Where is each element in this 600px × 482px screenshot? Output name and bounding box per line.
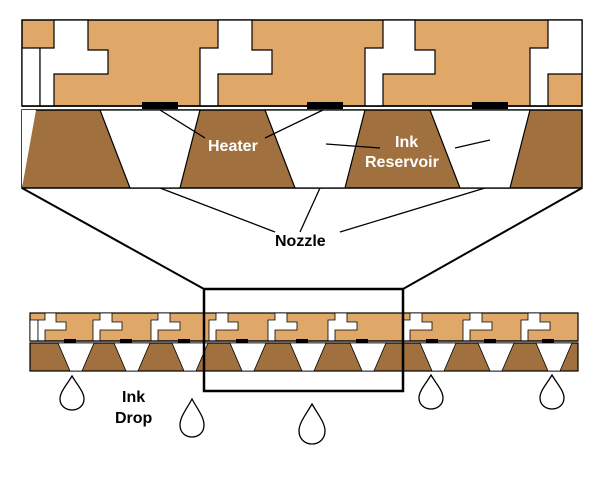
full-heaters bbox=[64, 339, 554, 343]
magnified-nozzle-chambers bbox=[22, 109, 531, 189]
magnification-box bbox=[202, 287, 405, 393]
magnified-tan-layer bbox=[21, 19, 583, 107]
heater-element bbox=[142, 102, 178, 109]
full-nozzle-chambers bbox=[57, 342, 573, 372]
ink-drop-label-line1: Ink bbox=[122, 389, 145, 406]
heater-element bbox=[307, 102, 343, 109]
magnified-printhead-view: Heater Ink Reservoir Nozzle bbox=[21, 19, 583, 250]
ink-drop-label-line2: Drop bbox=[115, 410, 153, 427]
ink-drop bbox=[539, 373, 565, 410]
magnified-heaters bbox=[142, 102, 508, 109]
leader-lines bbox=[159, 109, 491, 233]
ink-label: Ink bbox=[395, 134, 418, 151]
ink-drop bbox=[298, 402, 326, 445]
magnification-projection bbox=[21, 187, 583, 290]
heater-label: Heater bbox=[208, 138, 258, 155]
full-printhead-view bbox=[29, 312, 579, 372]
reservoir-label: Reservoir bbox=[365, 154, 439, 171]
full-channels bbox=[29, 312, 551, 342]
ink-drop bbox=[179, 397, 205, 438]
nozzle-label: Nozzle bbox=[275, 233, 326, 250]
ink-drops bbox=[59, 373, 565, 445]
heater-element bbox=[472, 102, 508, 109]
ink-drop bbox=[418, 373, 444, 410]
ink-drop bbox=[59, 374, 85, 411]
